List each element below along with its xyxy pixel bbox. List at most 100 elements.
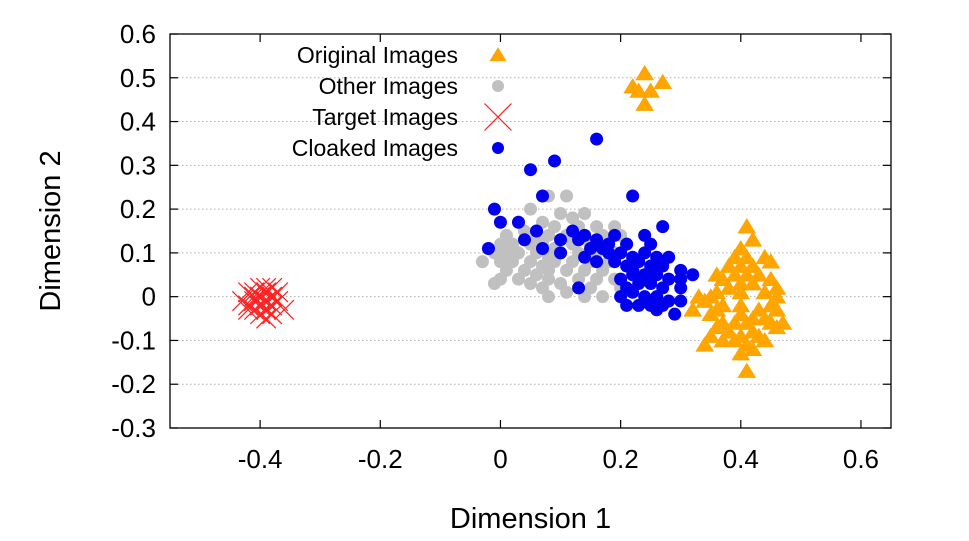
point-target-images	[243, 282, 265, 303]
legend-item-target-images: Target Images	[312, 103, 512, 131]
point-target-images	[237, 295, 259, 316]
point-target-images	[249, 295, 271, 316]
point-cloaked-images	[650, 303, 664, 317]
point-target-images	[255, 299, 277, 320]
point-original-images	[731, 275, 751, 291]
point-cloaked-images	[620, 298, 634, 312]
point-original-images	[701, 305, 721, 322]
x-tick-label: 0.6	[843, 444, 879, 474]
point-target-images	[267, 282, 289, 303]
point-cloaked-images	[530, 224, 544, 238]
point-original-images	[725, 331, 745, 348]
point-cloaked-images	[686, 268, 700, 282]
point-target-images	[255, 282, 277, 303]
point-original-images	[725, 248, 745, 265]
point-other-images	[560, 189, 574, 203]
point-original-images	[719, 279, 739, 295]
x-tick-label: -0.4	[238, 444, 283, 474]
legend-swatch	[492, 80, 504, 92]
legend-swatch	[484, 103, 512, 131]
x-tick-label: 0.2	[603, 444, 639, 474]
point-other-images	[542, 290, 556, 304]
point-target-images	[249, 304, 271, 325]
point-target-images	[273, 299, 295, 320]
point-target-images	[249, 277, 271, 299]
point-original-images	[761, 253, 781, 269]
point-cloaked-images	[493, 215, 507, 229]
point-cloaked-images	[626, 189, 640, 203]
point-original-images	[629, 82, 649, 98]
point-original-images	[737, 362, 757, 378]
x-axis-title: Dimension 1	[450, 503, 611, 535]
point-original-images	[755, 283, 775, 300]
point-cloaked-images	[644, 277, 658, 291]
point-original-images	[743, 340, 763, 357]
point-original-images	[683, 301, 703, 317]
point-cloaked-images	[668, 307, 682, 321]
point-cloaked-images	[626, 263, 640, 277]
point-original-images	[743, 275, 763, 291]
point-other-images	[560, 285, 574, 299]
x-tick-label: 0.4	[723, 444, 759, 474]
point-cloaked-images	[487, 202, 501, 216]
point-other-images	[524, 277, 537, 291]
y-tick-label: 0.1	[120, 238, 156, 268]
series-original-images	[623, 64, 793, 378]
point-cloaked-images	[590, 132, 604, 146]
point-cloaked-images	[632, 298, 646, 312]
y-tick-label: 0.6	[120, 19, 156, 49]
series-target-images	[231, 277, 295, 329]
point-cloaked-images	[554, 233, 568, 247]
point-target-images	[243, 299, 265, 320]
point-cloaked-images	[626, 285, 640, 299]
point-cloaked-images	[572, 233, 586, 247]
point-original-images	[695, 336, 715, 352]
y-tick-label: 0.3	[120, 150, 156, 180]
series-cloaked-images	[481, 132, 700, 321]
point-cloaked-images	[578, 250, 592, 264]
point-original-images	[635, 95, 655, 111]
point-target-images	[231, 290, 253, 312]
point-original-images	[731, 283, 751, 300]
point-original-images	[767, 301, 787, 317]
point-other-images	[560, 263, 574, 277]
y-tick-label: -0.2	[111, 369, 156, 399]
point-original-images	[743, 231, 763, 247]
point-cloaked-images	[481, 242, 495, 256]
point-other-images	[475, 255, 489, 269]
legend-label: Cloaked Images	[292, 135, 458, 161]
point-original-images	[731, 345, 751, 361]
point-cloaked-images	[656, 220, 670, 234]
point-cloaked-images	[548, 154, 562, 168]
point-target-images	[261, 304, 283, 325]
y-tick-label: 0.4	[120, 107, 156, 137]
point-original-images	[767, 279, 787, 295]
point-cloaked-images	[674, 294, 688, 308]
point-original-images	[641, 82, 661, 98]
point-target-images	[243, 290, 265, 312]
point-other-images	[596, 290, 610, 304]
legend-swatch	[492, 142, 504, 154]
point-original-images	[653, 73, 673, 89]
y-tick-label: -0.3	[111, 413, 156, 443]
point-cloaked-images	[674, 281, 688, 295]
point-target-images	[255, 308, 277, 329]
point-other-images	[554, 206, 568, 220]
point-cloaked-images	[536, 242, 550, 256]
point-target-images	[261, 295, 283, 316]
point-cloaked-images	[602, 246, 616, 260]
point-original-images	[737, 218, 757, 234]
legend-item-other-images: Other Images	[319, 73, 504, 99]
series-other-images	[475, 189, 646, 304]
point-original-images	[713, 331, 733, 348]
point-cloaked-images	[554, 246, 568, 260]
point-original-images	[731, 296, 751, 313]
point-target-images	[249, 286, 271, 307]
point-target-images	[255, 277, 277, 299]
y-tick-label: 0	[142, 282, 156, 312]
y-tick-labels: -0.3-0.2-0.100.10.20.30.40.50.6	[111, 19, 156, 443]
point-cloaked-images	[590, 255, 604, 269]
point-cloaked-images	[536, 189, 550, 203]
